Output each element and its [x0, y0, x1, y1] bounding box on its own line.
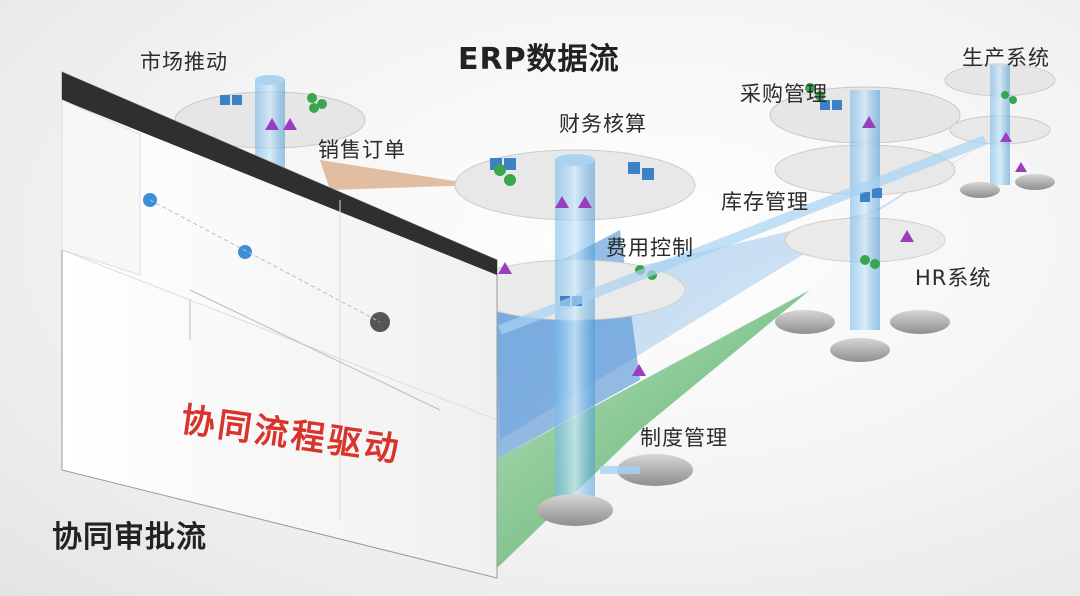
disk-icon — [537, 174, 1055, 526]
data-link — [498, 135, 987, 335]
orange-beam — [320, 160, 480, 190]
module-label-sales: 销售订单 — [318, 138, 406, 162]
module-label-purchase: 采购管理 — [740, 82, 828, 106]
tube-icon — [555, 160, 595, 510]
flow-node-icon — [238, 245, 252, 259]
module-label-hr: HR系统 — [915, 266, 992, 290]
module-label-policy: 制度管理 — [640, 426, 728, 450]
triangle-marker-icon — [265, 116, 1027, 376]
module-label-expense: 费用控制 — [606, 236, 694, 260]
platform-purchase — [769, 86, 961, 330]
module-label-finance: 财务核算 — [559, 112, 647, 136]
platform-production — [944, 63, 1056, 185]
module-label-inventory: 库存管理 — [721, 190, 809, 214]
module-label-production: 生产系统 — [962, 46, 1050, 70]
approval-screen — [61, 71, 498, 579]
tube-icon — [850, 90, 880, 330]
screen-header — [62, 72, 497, 275]
approval-flow-title: 协同审批流 — [52, 520, 207, 555]
module-label-market: 市场推动 — [140, 50, 228, 74]
page-title: ERP数据流 — [458, 42, 620, 77]
